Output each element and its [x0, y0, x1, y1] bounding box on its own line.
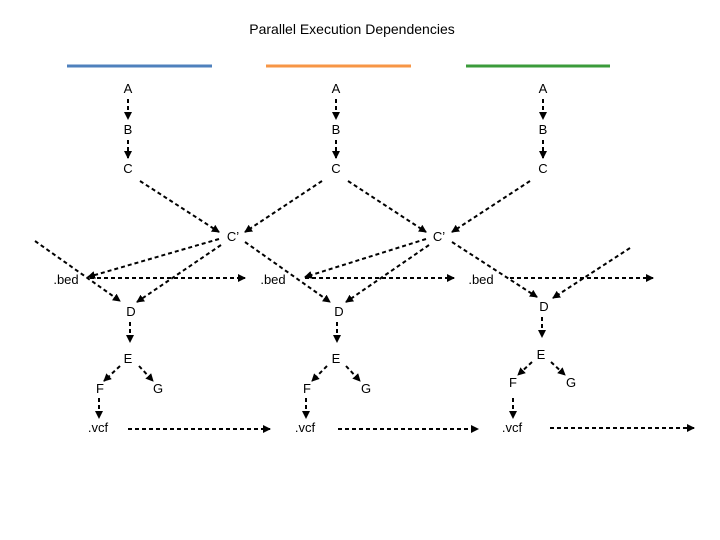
diagram-title: Parallel Execution Dependencies: [249, 21, 454, 37]
lane-3-node-b: B: [539, 122, 548, 137]
arrow-incoming-to-lane3-d: [552, 247, 631, 299]
lane-2-node-bed: .bed: [260, 272, 285, 287]
arrow-lane3-e-to-g: [550, 361, 566, 376]
lane-2-node-c: C: [331, 161, 340, 176]
arrow-lane2-cprime-to-lane3-d: [451, 241, 538, 298]
lane-3-node-c: C: [538, 161, 547, 176]
arrow-lane2-c-to-lane1-cprime: [244, 180, 323, 233]
lane-1-node-d: D: [126, 304, 135, 319]
arrow-lane2-cprime-to-bed: [304, 238, 427, 279]
lane-3-node-g: G: [566, 375, 576, 390]
lane-2-node-b: B: [332, 122, 341, 137]
lane-2-node-a: A: [332, 81, 341, 96]
lane-2-node-e: E: [332, 351, 341, 366]
arrow-lane2-e-to-f: [311, 365, 328, 382]
arrow-incoming-to-lane1-d: [34, 240, 121, 302]
arrow-lane3-e-to-f: [517, 361, 533, 376]
arrow-lane1-cprime-to-bed: [87, 238, 220, 279]
arrow-lane1-c-to-cprime: [139, 180, 220, 233]
arrow-lane2-e-to-g: [345, 365, 361, 382]
lane-1-node-a: A: [124, 81, 133, 96]
arrow-lane3-c-to-lane2-cprime: [451, 180, 531, 233]
arrow-lane1-cprime-to-d: [136, 244, 222, 303]
lane-3-node-bed: .bed: [468, 272, 493, 287]
lane-2-node-f: F: [303, 381, 311, 396]
lane-3-node-d: D: [539, 299, 548, 314]
arrow-lane1-e-to-g: [138, 365, 154, 382]
arrow-lane1-cprime-to-lane2-d: [244, 241, 331, 303]
lane-1-node-b: B: [124, 122, 133, 137]
lane-1-node-c: C: [123, 161, 132, 176]
lane-2-node-g: G: [361, 381, 371, 396]
lane-2-node-d: D: [334, 304, 343, 319]
lane-2-node-c-prime: C’: [433, 229, 445, 244]
lane-1-node-c-prime: C’: [227, 229, 239, 244]
lane-3-node-vcf: .vcf: [502, 420, 523, 435]
lane-3-node-e: E: [537, 347, 546, 362]
lane-1-node-vcf: .vcf: [88, 420, 109, 435]
arrow-lane2-c-to-cprime: [347, 180, 427, 233]
lane-1-node-bed: .bed: [53, 272, 78, 287]
lane-3-node-f: F: [509, 375, 517, 390]
arrow-lane2-cprime-to-d: [345, 244, 430, 303]
lane-1-node-e: E: [124, 351, 133, 366]
lane-1-node-g: G: [153, 381, 163, 396]
arrow-lane1-e-to-f: [103, 365, 121, 382]
lane-1-node-f: F: [96, 381, 104, 396]
lane-3-node-a: A: [539, 81, 548, 96]
lane-2-node-vcf: .vcf: [295, 420, 316, 435]
